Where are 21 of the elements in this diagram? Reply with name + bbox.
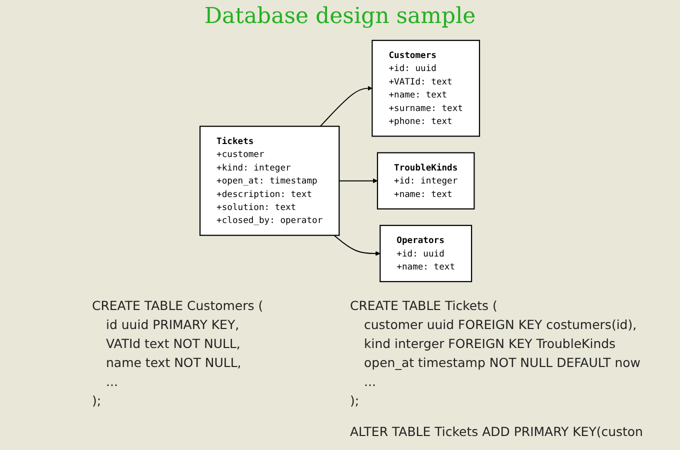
code-line: ALTER TABLE Tickets ADD PRIMARY KEY(custon — [350, 423, 643, 441]
arrow — [320, 86, 373, 127]
code-line: ); — [92, 392, 102, 410]
diagram-title: Database design sample — [203, 4, 477, 29]
ellipsis-text: ... — [364, 373, 377, 391]
code-line: ); — [350, 392, 360, 410]
code-line: open_at timestamp NOT NULL DEFAULT now — [364, 354, 642, 372]
node-box: TroubleKinds +id: integer +name: text — [377, 152, 475, 210]
ellipsis-text: ... — [106, 373, 119, 391]
code-line: customer uuid FOREIGN KEY costumers(id), — [364, 316, 638, 334]
code-line: CREATE TABLE Tickets ( — [350, 297, 498, 315]
code-line: VATId text NOT NULL, — [106, 335, 242, 353]
node-box: Customers +id: uuid +VATId: text +name: text +surname: text +phone: text — [372, 40, 480, 137]
code-line: kind interger FOREIGN KEY TroubleKinds — [364, 335, 617, 353]
node-box: Operators +id: uuid +name: text — [380, 224, 472, 282]
arrow — [338, 178, 378, 184]
code-line: name text NOT NULL, — [106, 354, 242, 372]
arrow — [334, 234, 381, 256]
node-box: Tickets +customer +kind: integer +open_at: timestamp +description: text +solution: text +closed_by: operator — [200, 126, 340, 236]
code-line: CREATE TABLE Customers ( — [92, 297, 264, 315]
code-line: id uuid PRIMARY KEY, — [106, 316, 240, 334]
